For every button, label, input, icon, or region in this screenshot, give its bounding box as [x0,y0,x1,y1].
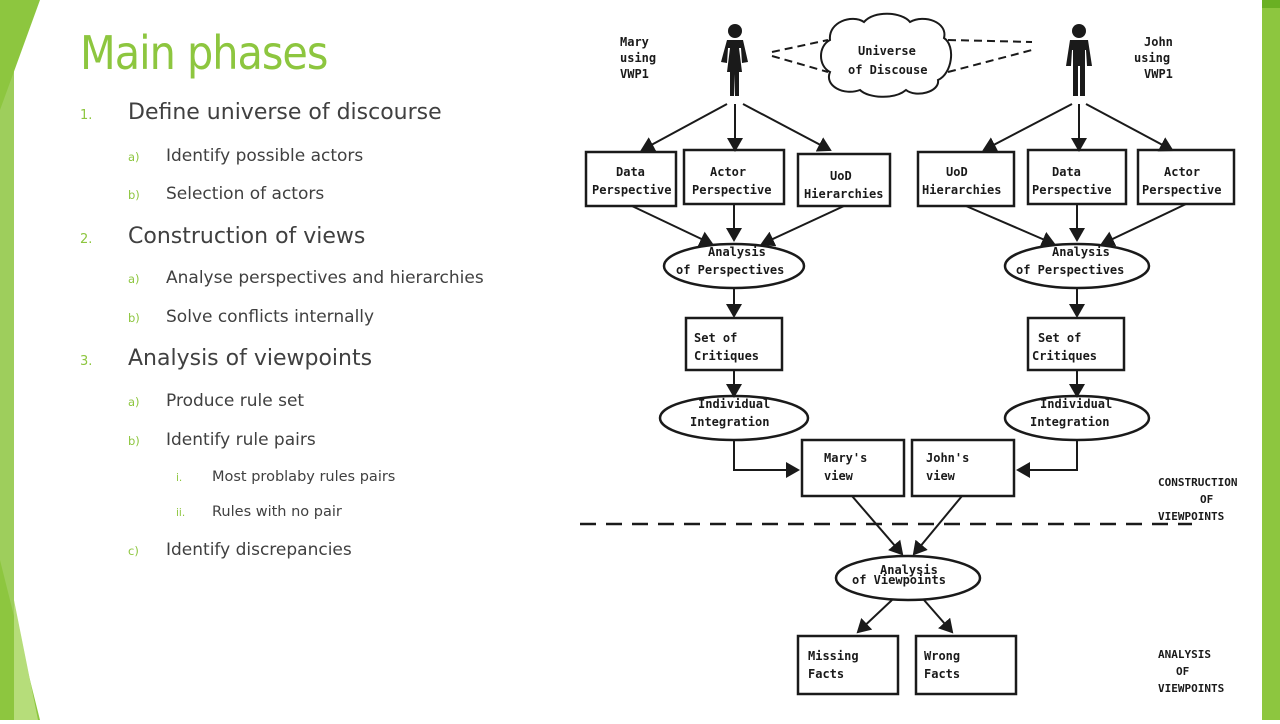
john-view-box [910,438,1016,498]
mary-data-perspective-box [584,150,678,208]
universe-label-1: Universe [858,44,916,58]
viewpoints-diagram: Mary using VWP1 John using VWP1 Universe… [572,0,1280,720]
outline-item: a) Identify possible actors [128,146,363,166]
john-person-icon [1066,24,1092,96]
outline-number: a) [128,272,140,286]
outline-text: Solve conflicts internally [166,307,375,327]
john-view-text: view [926,469,956,483]
wrong-facts-box [914,634,1018,696]
outline-text: Most problaby rules pairs [212,469,396,485]
analysis-label: OF [1176,665,1189,678]
john-integration-text: Integration [1030,415,1109,429]
outline-item: b) Identify rule pairs [128,430,316,450]
slide-title: Main phases [80,26,328,80]
outline-item: 3. Analysis of viewpoints [80,346,372,371]
john-box-text: Hierarchies [922,183,1001,197]
mary-person-icon [721,24,748,96]
john-label-3: VWP1 [1144,67,1173,81]
outline-text: Identify rule pairs [166,430,316,450]
analysis-viewpoints-text: of Viewpoints [852,573,946,587]
missing-facts-text: Missing [808,649,859,663]
mary-box-text: Data [616,165,645,179]
john-box-text: Data [1052,165,1081,179]
analysis-viewpoints [834,554,982,602]
mary-box-text: Perspective [692,183,771,197]
missing-facts-text: Facts [808,667,844,681]
outline-text: Selection of actors [166,184,325,204]
outline-item: ii. Rules with no pair [176,504,342,520]
outline-number: b) [128,311,140,325]
outline-text: Identify possible actors [166,146,364,166]
mary-label-1: Mary [620,35,649,49]
mary-box-text: Actor [710,165,746,179]
mary-view-text: view [824,469,854,483]
construction-label: CONSTRUCTION [1158,476,1237,489]
outline-number: b) [128,434,140,448]
john-view-text: John's [926,451,969,465]
mary-box-text: UoD [830,169,852,183]
john-critiques-text: Critiques [1032,349,1097,363]
mary-integration-text: Integration [690,415,769,429]
analysis-viewpoints-text: Analysis [880,563,938,577]
outline-number: b) [128,188,140,202]
john-box-text: Perspective [1142,183,1221,197]
outline-item: b) Solve conflicts internally [128,307,374,327]
outline-text: Identify discrepancies [166,540,352,560]
wrong-facts-text: Wrong [924,649,960,663]
missing-facts-box [796,634,900,696]
outline-text: Construction of views [128,224,366,249]
john-box-text: Actor [1164,165,1200,179]
mary-critiques-text: Critiques [694,349,759,363]
left-accent-decoration [0,0,40,720]
john-box-text: UoD [946,165,968,179]
john-box-text: Perspective [1032,183,1111,197]
outline-number: c) [128,544,139,558]
mary-box-text: Hierarchies [804,187,883,201]
outline-item: b) Selection of actors [128,184,324,204]
outline-item: 2. Construction of views [80,224,365,249]
construction-label: OF [1200,493,1213,506]
viewpoints-diagram-svg: Mary using VWP1 John using VWP1 Universe… [572,0,1262,720]
mary-label-2: using [620,51,656,65]
mary-view-text: Mary's [824,451,867,465]
outline-number: 3. [80,354,93,369]
mary-analysis-text: of Perspectives [676,263,784,277]
mary-analysis-text: Analysis [708,245,766,259]
universe-label-2: of Discouse [848,63,927,77]
john-analysis-text: of Perspectives [1016,263,1124,277]
construction-label: VIEWPOINTS [1158,510,1224,523]
john-critiques-text: Set of [1038,331,1081,345]
outline-number: 1. [80,108,93,123]
outline-item: a) Produce rule set [128,391,304,411]
analysis-label: VIEWPOINTS [1158,682,1224,695]
john-analysis-text: Analysis [1052,245,1110,259]
outline-number: ii. [176,507,186,519]
john-label-2: using [1134,51,1170,65]
wrong-facts-text: Facts [924,667,960,681]
outline-text: Define universe of discourse [128,100,442,125]
outline-text: Analysis of viewpoints [128,346,373,371]
outline-text: Produce rule set [166,391,305,411]
outline-number: a) [128,395,140,409]
mary-integration-text: Individual [698,397,770,411]
mary-critiques-text: Set of [694,331,737,345]
outline-item: c) Identify discrepancies [128,540,352,560]
john-label-1: John [1144,35,1173,49]
universe-cloud [820,12,953,98]
mary-label-3: VWP1 [620,67,649,81]
outline-text: Analyse perspectives and hierarchies [166,268,484,288]
outline-number: 2. [80,232,93,247]
outline-item: i. Most problaby rules pairs [176,469,395,485]
outline-item: 1. Define universe of discourse [80,100,442,125]
john-integration-text: Individual [1040,397,1112,411]
analysis-label: ANALYSIS [1158,648,1211,661]
outline-number: a) [128,150,140,164]
outline-number: i. [176,472,183,484]
mary-box-text: Perspective [592,183,671,197]
outline-text: Rules with no pair [212,504,342,520]
outline-item: a) Analyse perspectives and hierarchies [128,268,484,288]
